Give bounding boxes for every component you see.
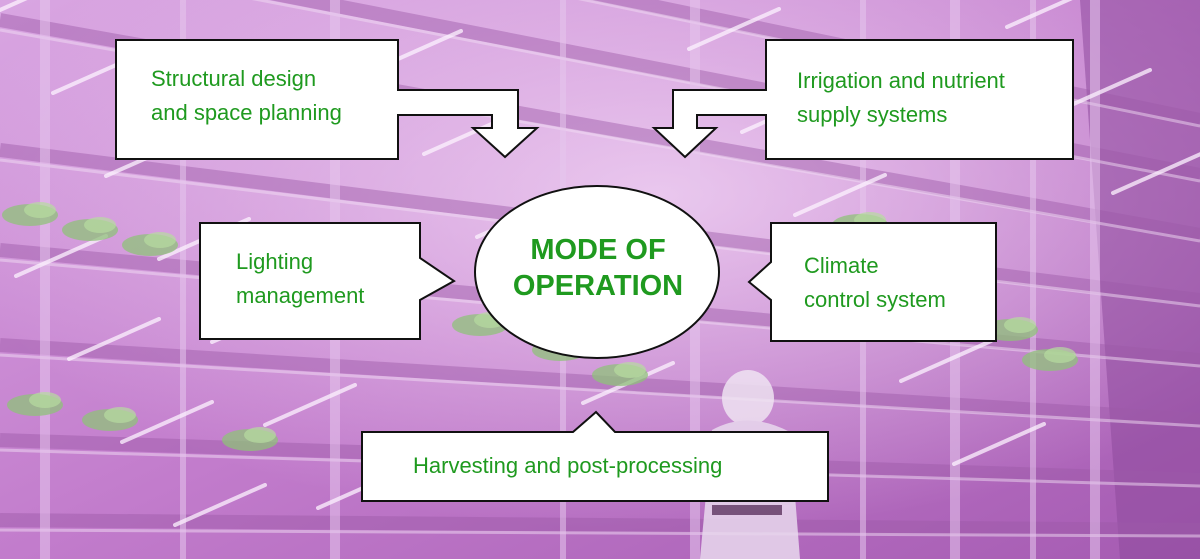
led-strip bbox=[0, 0, 28, 12]
lighting-line-1: Lighting bbox=[236, 249, 314, 274]
lettuce-leaf bbox=[84, 217, 116, 233]
lettuce-leaf bbox=[24, 202, 56, 218]
lettuce-leaf bbox=[614, 362, 646, 378]
lighting-label: Lighting management bbox=[236, 245, 364, 313]
mode-of-operation-ellipse bbox=[474, 185, 720, 359]
shelf-post bbox=[180, 0, 186, 559]
irrigation-line-1: Irrigation and nutrient bbox=[797, 68, 1005, 93]
shelf-post bbox=[40, 0, 50, 559]
lettuce-leaf bbox=[1004, 317, 1036, 333]
harvesting-label: Harvesting and post-processing bbox=[413, 449, 722, 483]
shelf-band bbox=[0, 513, 1200, 537]
led-strip bbox=[1005, 0, 1073, 29]
lettuce-leaf bbox=[1044, 347, 1076, 363]
lettuce-leaf bbox=[104, 407, 136, 423]
irrigation-line-2: supply systems bbox=[797, 102, 948, 127]
led-strip bbox=[120, 400, 214, 444]
climate-box bbox=[747, 222, 997, 342]
led-strip bbox=[899, 339, 993, 383]
led-strip bbox=[793, 173, 887, 217]
led-strip bbox=[173, 483, 267, 527]
led-strip bbox=[67, 317, 161, 361]
structural-design-box bbox=[115, 39, 540, 160]
led-strip bbox=[952, 422, 1046, 466]
irrigation-box bbox=[651, 39, 1074, 160]
shelf-post bbox=[1090, 0, 1100, 559]
led-strip bbox=[263, 383, 357, 427]
led-strip bbox=[687, 7, 781, 51]
climate-line-1: Climate bbox=[804, 253, 879, 278]
shelf-post bbox=[1030, 0, 1036, 559]
led-strip bbox=[14, 234, 108, 278]
structural-line-2: and space planning bbox=[151, 100, 342, 125]
shelf-edge bbox=[0, 353, 1200, 428]
irrigation-label: Irrigation and nutrient supply systems bbox=[797, 64, 1005, 132]
center-line-2: OPERATION bbox=[512, 270, 684, 302]
led-strip bbox=[1111, 152, 1200, 195]
shelf-edge bbox=[0, 528, 1200, 538]
harvesting-box bbox=[361, 410, 829, 502]
climate-line-2: control system bbox=[804, 287, 946, 312]
mode-of-operation-title: MODE OF OPERATION bbox=[478, 232, 718, 304]
harvesting-line-1: Harvesting and post-processing bbox=[413, 453, 723, 478]
led-strip bbox=[1058, 68, 1152, 112]
lettuce-leaf bbox=[144, 232, 176, 248]
lettuce-leaf bbox=[244, 427, 276, 443]
lighting-line-2: management bbox=[236, 283, 365, 308]
structural-line-1: Structural design bbox=[151, 66, 317, 91]
climate-label: Climate control system bbox=[804, 249, 946, 317]
lettuce-leaf bbox=[29, 392, 61, 408]
lighting-box bbox=[199, 222, 456, 340]
center-line-1: MODE OF bbox=[530, 234, 666, 266]
structural-design-label: Structural design and space planning bbox=[151, 62, 342, 130]
